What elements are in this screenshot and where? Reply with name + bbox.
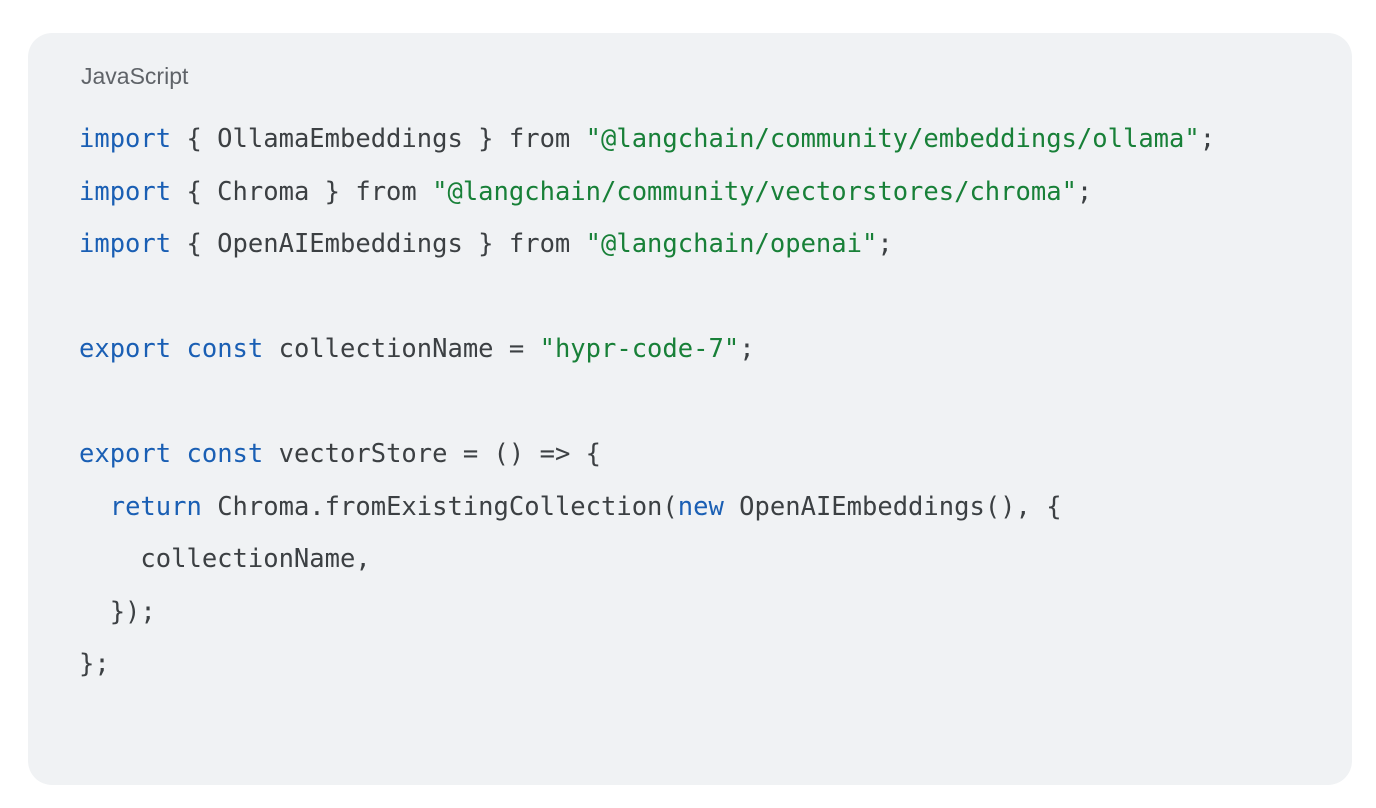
code-text: ; [739, 334, 755, 364]
code-line: return Chroma.fromExistingCollection(new… [79, 487, 1215, 540]
code-keyword: export [79, 439, 172, 469]
code-keyword: const [186, 439, 264, 469]
code-text: ; [877, 229, 893, 259]
code-line [79, 277, 1215, 330]
code-string: "@langchain/community/vectorstores/chrom… [432, 176, 1077, 207]
code-string: "@langchain/community/embeddings/ollama" [585, 124, 1200, 154]
code-text [171, 439, 186, 469]
code-line: }); [79, 592, 1215, 645]
code-text: { OpenAIEmbeddings } from [171, 229, 586, 259]
code-content[interactable]: import { OllamaEmbeddings } from "@langc… [79, 119, 1215, 697]
code-text: ; [1199, 124, 1216, 154]
code-text: ; [1076, 176, 1093, 207]
code-text [171, 334, 186, 364]
code-block: JavaScript import { OllamaEmbeddings } f… [28, 33, 1352, 785]
code-text: }; [79, 649, 110, 679]
code-line: export const vectorStore = () => { [79, 434, 1215, 487]
code-keyword: import [79, 124, 172, 154]
code-keyword: import [79, 229, 172, 259]
code-keyword: const [186, 334, 264, 364]
code-text: collectionName = [263, 334, 540, 364]
code-line: import { OpenAIEmbeddings } from "@langc… [79, 224, 1215, 277]
code-keyword: new [677, 491, 724, 522]
code-text: }); [79, 596, 156, 627]
code-line: import { Chroma } from "@langchain/commu… [79, 172, 1215, 225]
code-language-label: JavaScript [81, 63, 189, 89]
code-line: collectionName, [79, 539, 1215, 592]
code-text: vectorStore = () => { [263, 439, 602, 469]
code-keyword: export [79, 334, 172, 364]
code-line: export const collectionName = "hypr-code… [79, 329, 1215, 382]
code-text: { Chroma } from [171, 176, 433, 207]
code-text: OpenAIEmbeddings(), { [723, 491, 1062, 522]
code-line: }; [79, 644, 1215, 697]
code-text: Chroma.fromExistingCollection( [201, 491, 678, 522]
code-keyword: return [109, 491, 202, 522]
code-line: import { OllamaEmbeddings } from "@langc… [79, 119, 1215, 172]
code-keyword: import [79, 176, 172, 207]
code-text [79, 492, 110, 522]
code-text: collectionName, [79, 544, 371, 574]
code-line [79, 382, 1215, 435]
code-string: "@langchain/openai" [585, 229, 878, 259]
code-text: { OllamaEmbeddings } from [171, 124, 586, 154]
code-string: "hypr-code-7" [539, 334, 740, 364]
